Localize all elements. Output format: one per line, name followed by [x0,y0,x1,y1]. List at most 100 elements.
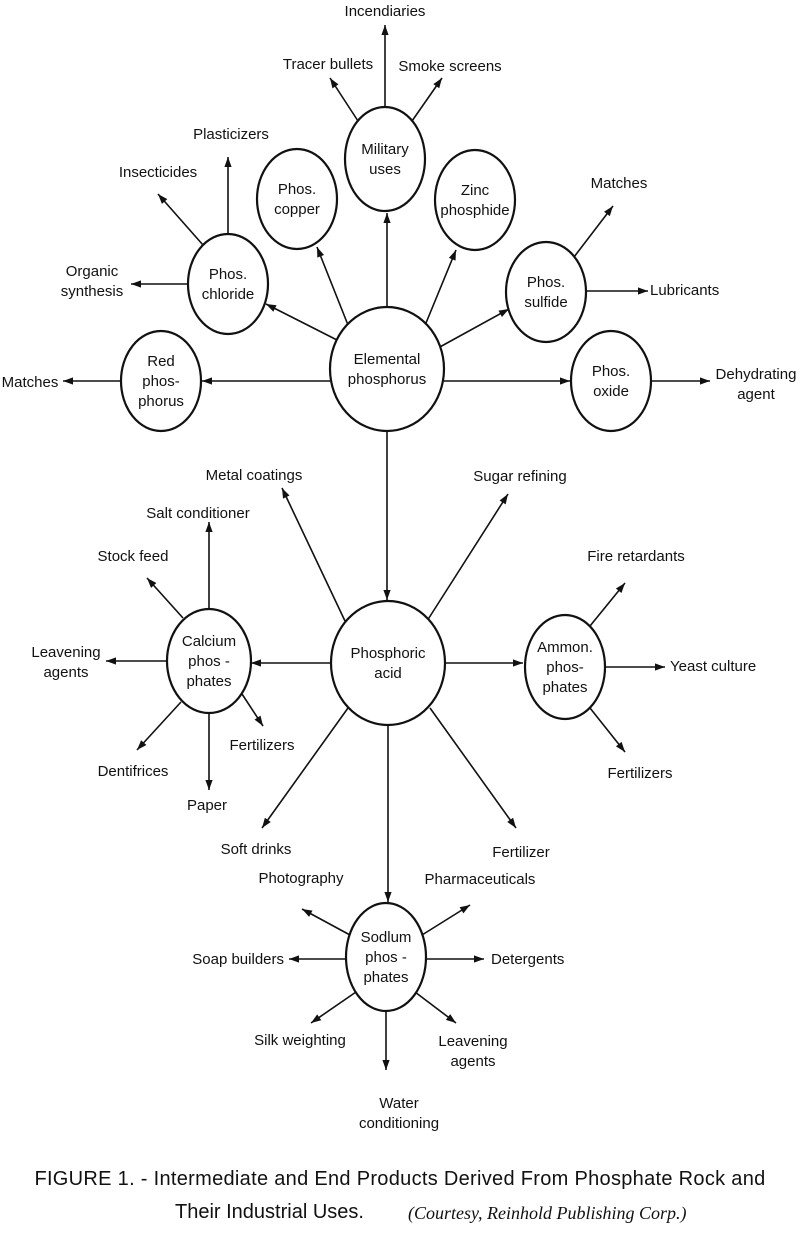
phosphoric-to-ammon-arrowhead [513,659,523,667]
node-zinc-phosphide [433,148,517,252]
chloride-to-organic-arrowhead [131,280,141,288]
node-ammon-phosphates-text: phates [542,679,587,696]
label-matches-red-text: Matches [2,374,59,391]
sodium-to-photography-arrowhead [302,909,313,917]
label-silk-weighting-text: Silk weighting [254,1032,346,1049]
node-elemental-phosphorus-text: Elemental [354,351,421,368]
node-military-uses [343,105,427,213]
label-sugar-refining-text: Sugar refining [473,468,566,485]
node-phos-copper-text: copper [274,201,320,218]
label-paper-text: Paper [187,797,227,814]
elemental-to-zinc-arrow [425,249,457,324]
oxide-to-dehydrating-arrowhead [700,377,710,385]
node-phos-chloride-text: Phos. [209,266,247,283]
node-elemental-phosphorus [328,305,446,433]
label-soap-builders-text: Soap builders [192,951,284,968]
sulfide-to-matches-arrow [573,205,614,258]
elemental-to-zinc-arrowhead [448,250,456,261]
node-ammon-phosphates-text: phos- [546,659,584,676]
node-phos-chloride-text: chloride [202,286,255,303]
node-phos-oxide [569,329,653,433]
label-plasticizers-text: Plasticizers [193,126,269,143]
diagram-arrows [63,25,710,1070]
label-matches-sulfide-text: Matches [591,175,648,192]
label-water-conditioning-text: Water [379,1095,418,1112]
node-sodium-phosphates-text: Sodlum [361,929,412,946]
label-insecticides-text: Insecticides [119,164,197,181]
chloride-to-insecticides-arrowhead [158,194,168,204]
label-water-conditioning-text: conditioning [359,1115,439,1132]
label-organic-synthesis-text: Organic [66,263,119,280]
label-photography-text: Photography [258,870,344,887]
phosphoric-to-sodium-arrowhead [384,892,392,902]
military-to-tracer-arrowhead [330,78,339,89]
label-incendiaries-text: Incendiaries [345,3,426,20]
calcium-to-salt-arrowhead [205,522,213,532]
military-to-incendiaries-arrowhead [381,25,389,35]
elemental-to-chloride-arrowhead [266,304,277,312]
elemental-to-copper-arrow [316,246,349,326]
node-military-uses-text: Military [361,141,409,158]
label-leavening-agents-calcium-text: Leavening [31,644,100,661]
node-phosphoric-acid-text: acid [374,665,402,682]
calcium-to-fertilizers-arrowhead [254,715,263,726]
node-phos-oxide-text: Phos. [592,363,630,380]
sodium-to-water-arrowhead [382,1060,390,1070]
node-red-phosphorus-text: phorus [138,393,184,410]
phosphoric-to-metal-coatings-arrow [281,487,346,622]
node-phos-sulfide-text: Phos. [527,274,565,291]
label-leavening-agents-calcium-text: agents [43,664,88,681]
elemental-to-sulfide-arrowhead [498,309,509,317]
elemental-to-military-arrowhead [383,213,391,223]
node-red-phosphorus [119,329,203,433]
calcium-to-stock-feed-arrowhead [147,578,157,588]
elemental-to-copper-arrowhead [317,247,325,258]
sodium-to-pharmaceuticals-arrowhead [459,905,470,914]
phosphoric-to-fertilizer-arrow [429,707,517,829]
calcium-to-dentifrices-arrowhead [137,740,147,750]
elemental-to-red-phosphorus-arrowhead [202,377,212,385]
sodium-to-detergents-arrowhead [474,955,484,963]
sulfide-to-matches-arrowhead [604,206,613,217]
ammon-to-fire-arrowhead [615,583,625,594]
label-dehydrating-agent-text: Dehydrating [716,366,797,383]
elemental-to-phosphoric-arrowhead [383,590,391,600]
label-tracer-bullets-text: Tracer bullets [283,56,373,73]
diagram-labels: ElementalphosphorusPhosphoricacidMilitar… [2,3,797,1132]
sodium-to-soap-arrowhead [289,955,299,963]
node-phos-copper [255,147,339,251]
caption-courtesy: (Courtesy, Reinhold Publishing Corp.) [408,1203,687,1223]
label-fire-retardants-text: Fire retardants [587,548,685,565]
node-sodium-phosphates-text: phos - [365,949,407,966]
sodium-to-silk-arrowhead [311,1014,322,1023]
chloride-to-insecticides-arrow [157,193,204,246]
ammon-to-fertilizers-arrowhead [615,741,625,752]
label-salt-conditioner-text: Salt conditioner [146,505,249,522]
red-to-matches-arrowhead [63,377,73,385]
label-fertilizer-text: Fertilizer [492,844,550,861]
node-calcium-phosphates-text: phates [186,673,231,690]
diagram-nodes [119,105,653,1013]
node-sodium-phosphates-text: phates [363,969,408,986]
phosphoric-to-soft-drinks-arrowhead [262,817,271,828]
sulfide-to-lubricants-arrowhead [638,287,648,295]
label-smoke-screens-text: Smoke screens [398,58,501,75]
node-calcium-phosphates-text: Calcium [182,633,236,650]
node-phosphoric-acid [329,599,447,727]
label-soft-drinks-text: Soft drinks [221,841,292,858]
caption-line-2: Their Industrial Uses. [175,1201,364,1223]
label-yeast-culture-text: Yeast culture [670,658,756,675]
label-leavening-agents-sodium-text: agents [450,1053,495,1070]
node-calcium-phosphates-text: phos - [188,653,230,670]
phosphoric-to-fertilizer-arrowhead [507,817,516,828]
node-phos-chloride [186,232,270,336]
label-detergents-text: Detergents [491,951,564,968]
label-dehydrating-agent-text: agent [737,386,775,403]
label-leavening-agents-sodium-text: Leavening [438,1033,507,1050]
node-sodium-phosphates [344,901,428,1013]
node-phos-sulfide [504,240,588,344]
calcium-to-paper-arrowhead [205,780,213,790]
label-fertilizers-calcium-text: Fertilizers [229,737,294,754]
node-calcium-phosphates [165,607,253,715]
